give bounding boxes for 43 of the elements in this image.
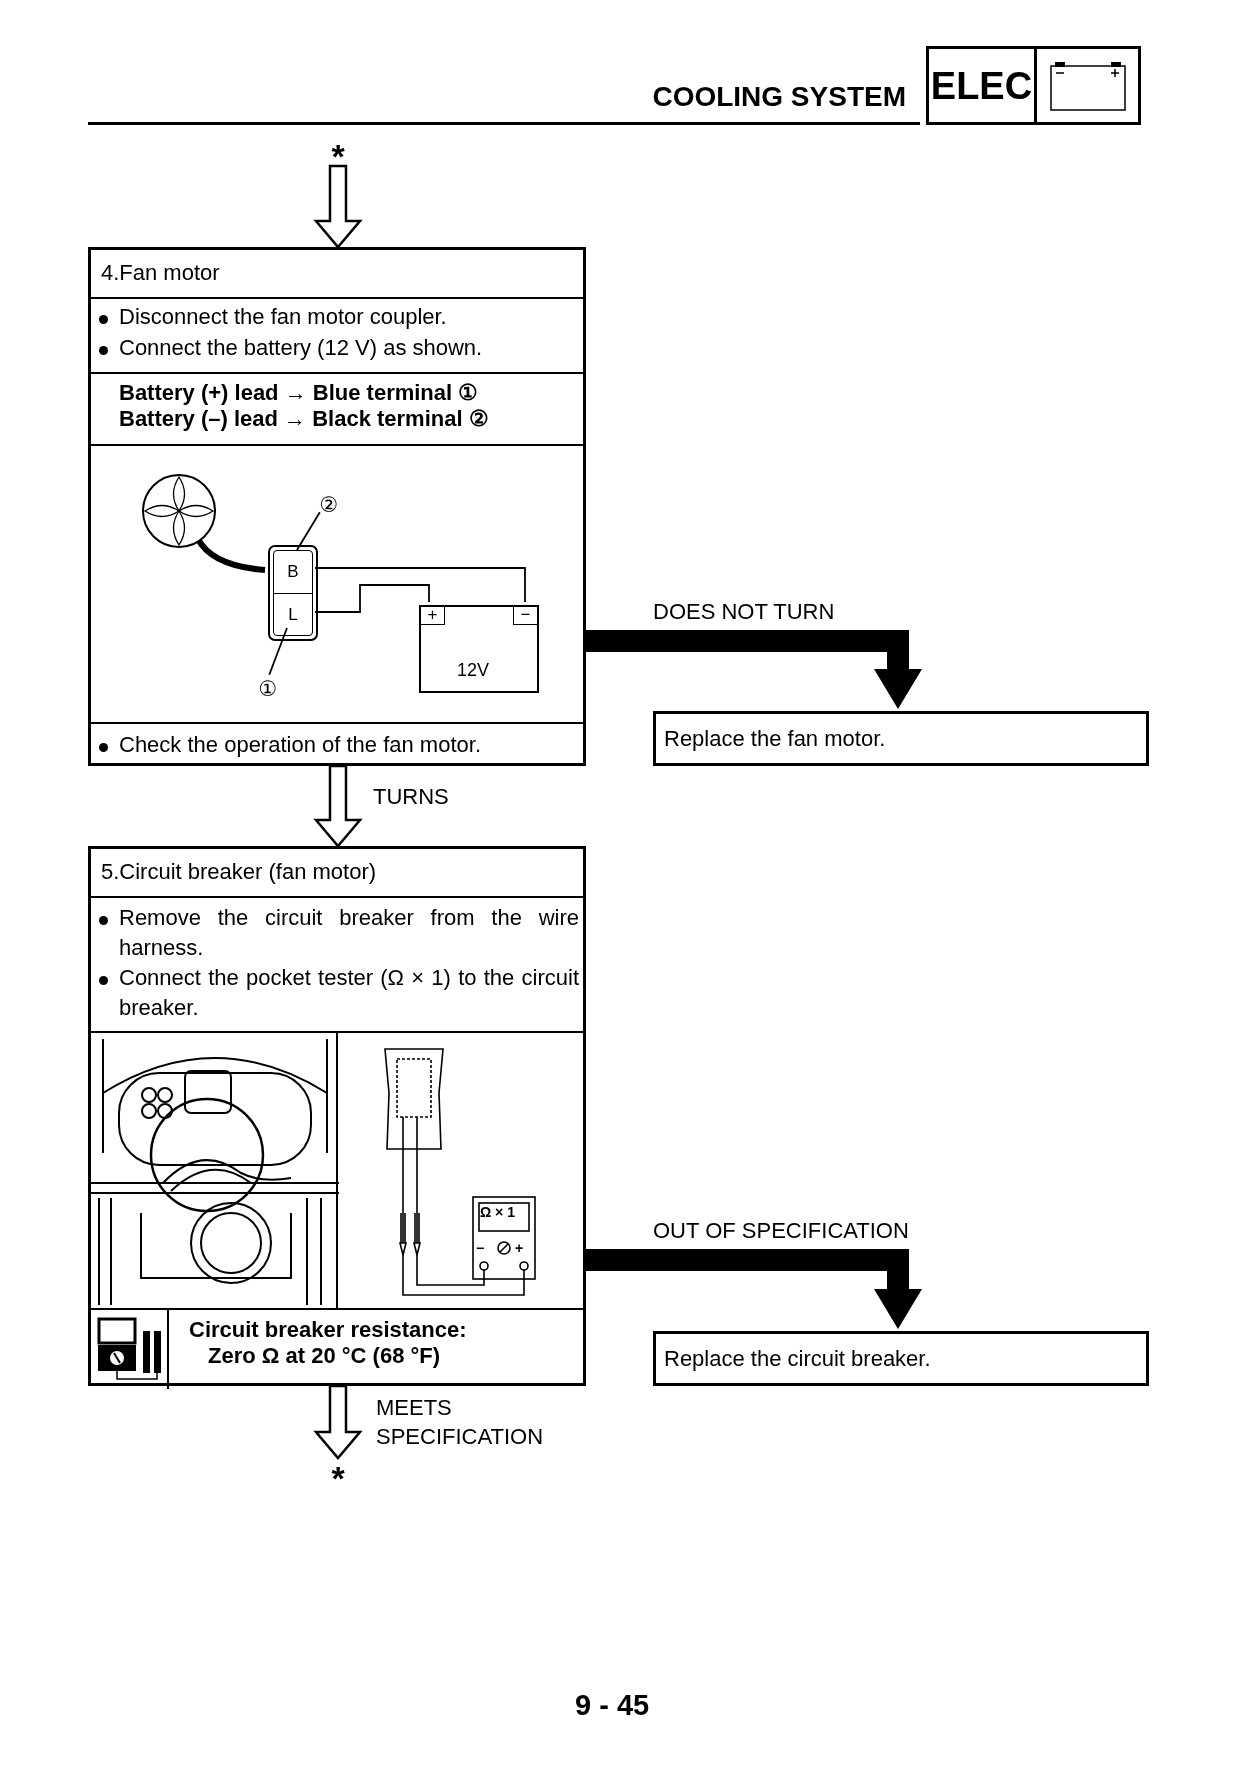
page-title: COOLING SYSTEM xyxy=(652,80,906,114)
callout-number: ① xyxy=(256,676,280,702)
terminal-label: + xyxy=(421,607,445,625)
battery-symbol xyxy=(419,605,539,693)
terminal-label: − xyxy=(513,607,537,625)
hollow-arrow xyxy=(313,164,363,249)
step-heading: 4.Fan motor xyxy=(101,259,220,287)
hollow-arrow xyxy=(313,764,363,848)
specification-text: Circuit breaker resistance: xyxy=(189,1317,467,1343)
instruction-text: Connect the pocket tester (Ω × 1) to the circuit breaker. xyxy=(119,964,579,1022)
hollow-arrow xyxy=(313,1384,363,1460)
terminal-letter: B xyxy=(287,563,299,581)
step-panel xyxy=(88,846,586,1386)
leader-line xyxy=(296,511,321,551)
wire xyxy=(314,584,430,613)
callout-number: ② xyxy=(317,492,341,518)
action-box xyxy=(653,711,1149,766)
wire xyxy=(314,567,526,603)
specification-text: Battery (+) lead → Blue terminal ① xyxy=(119,380,479,406)
action-box xyxy=(653,1331,1149,1386)
instruction-text: Disconnect the fan motor coupler. xyxy=(119,303,447,331)
specification-text: Battery (–) lead → Black terminal ② xyxy=(119,406,489,432)
action-text: Replace the circuit breaker. xyxy=(664,1344,931,1373)
meter-marking: + xyxy=(515,1240,524,1256)
continuation-mark: * xyxy=(322,136,354,166)
thick-arrow xyxy=(586,1249,922,1329)
connector-coupler xyxy=(268,545,318,641)
section-code: ELEC xyxy=(930,66,1033,105)
meter-marking: − xyxy=(476,1240,485,1256)
step-heading: 5.Circuit breaker (fan motor) xyxy=(101,858,377,886)
voltage-text: 12V xyxy=(457,659,490,681)
leader-line xyxy=(268,627,288,676)
instruction-text: Remove the circuit breaker from the wire harness. xyxy=(119,904,579,962)
instruction-text: Check the operation of the fan motor. xyxy=(119,731,481,759)
action-text: Replace the fan motor. xyxy=(664,724,886,753)
thick-arrow xyxy=(586,630,922,709)
page-number: 9 - 45 xyxy=(575,1688,650,1722)
terminal-letter: L xyxy=(288,605,298,623)
meter-marking: Ω × 1 xyxy=(480,1204,515,1220)
specification-text: Zero Ω at 20 °C (68 °F) xyxy=(208,1343,441,1369)
continuation-mark: * xyxy=(322,1458,354,1488)
step-panel xyxy=(88,247,586,766)
instruction-text: Connect the battery (12 V) as shown. xyxy=(119,334,483,362)
